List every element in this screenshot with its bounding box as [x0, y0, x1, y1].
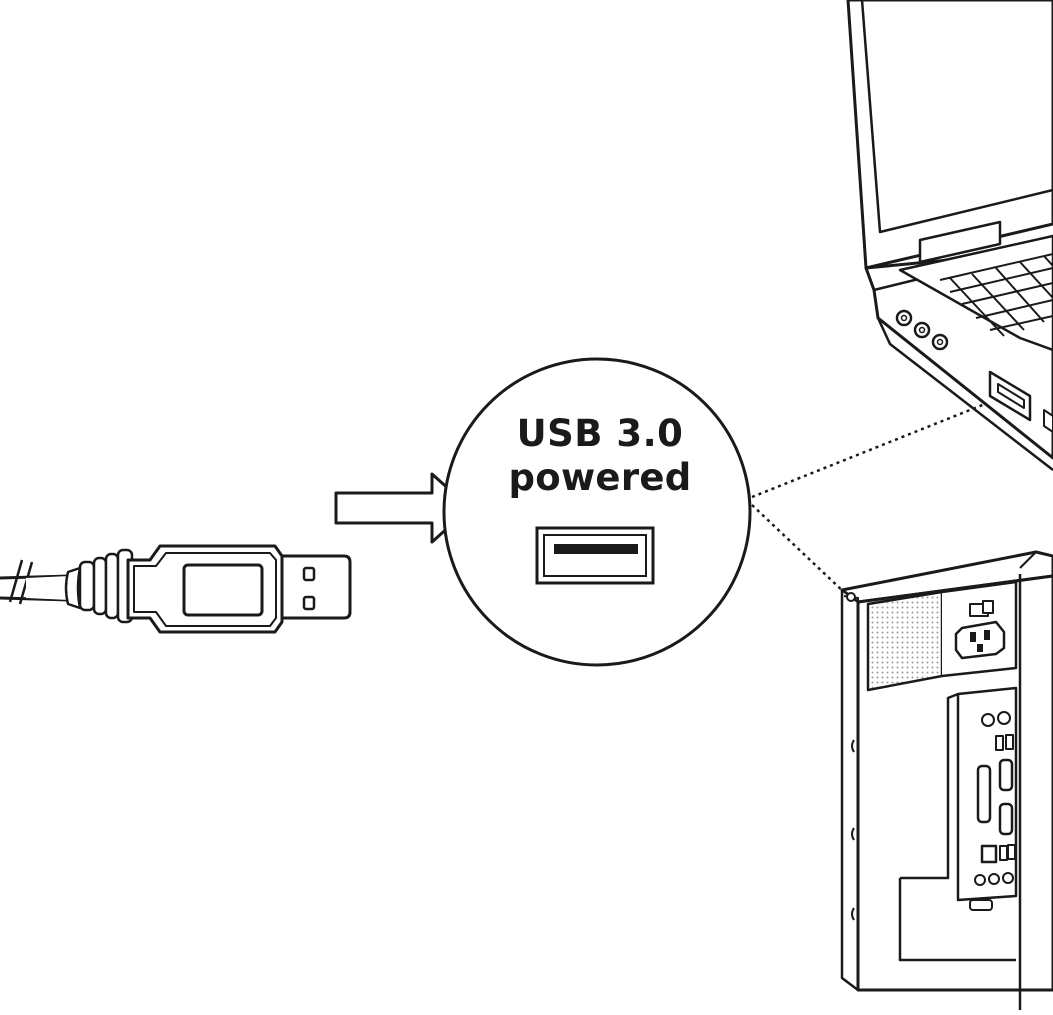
callout-line-usb: USB 3.0 [516, 412, 684, 455]
callout-label: USB 3.0 powered [460, 412, 740, 500]
callout-line-powered: powered [508, 456, 692, 499]
callout-circle [442, 357, 752, 667]
laptop-icon [846, 0, 1053, 471]
usb-port-icon [535, 526, 655, 585]
desktop-tower-icon [840, 550, 1053, 1010]
usb-a-plug-icon [0, 544, 352, 634]
